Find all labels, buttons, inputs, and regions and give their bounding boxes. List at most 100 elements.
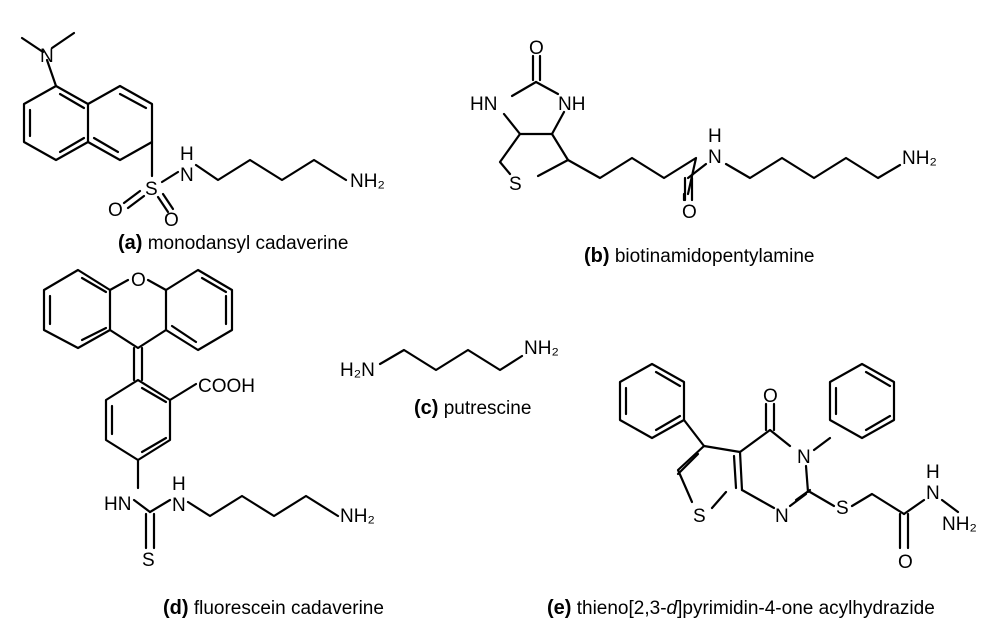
atom-h2n: H₂N [340,360,375,381]
atom-hn: HN [104,494,131,515]
molecule-c-structure [378,348,524,372]
caption-c: (c) putrescine [414,397,531,420]
caption-a-name: monodansyl cadaverine [147,233,349,254]
bond [732,454,738,490]
molecule-b-structure [498,54,902,202]
bond [804,464,810,494]
bond [86,84,154,162]
bond [161,192,175,211]
bond [738,450,744,492]
bond [194,158,348,182]
atom-s-ring: S [509,174,522,195]
atom-hn: HN [470,94,497,115]
bond [654,414,682,432]
caption-b: (b) biotinamidopentylamine [584,245,814,268]
caption-c-letter: (c) [414,397,439,419]
bond [92,136,120,154]
bond [146,278,168,292]
atom-nh: NH [558,94,585,115]
atom-n3: N [797,447,811,468]
bond [108,328,168,350]
bond [902,498,926,516]
bond [850,492,906,516]
bond [682,418,706,448]
molecule-d-structure [42,268,340,550]
bond [200,276,228,294]
caption-e-name: thieno[2,3-d]pyrimidin-4-one acylhydrazi… [577,598,935,619]
atom-o-keto: O [763,386,778,407]
bond [724,156,902,180]
bond [740,488,776,510]
bond [104,378,172,462]
atom-o-amide: O [682,202,697,223]
caption-d-name: fluorescein cadaverine [193,598,384,619]
atom-nh2: NH₂ [340,506,375,527]
bond [156,195,170,214]
atom-nh2: NH₂ [942,514,977,535]
atom-n-amide: N [708,147,722,168]
bond [80,326,108,342]
atom-n-amine: N [40,46,54,67]
atom-s-sulfonyl: S [145,179,158,200]
atom-o-xanthene: O [131,270,146,291]
molecule-e-structure [618,362,960,550]
caption-b-letter: (b) [584,245,610,267]
bond [126,194,146,210]
bond [828,362,896,440]
bond [940,498,960,514]
bond [566,156,698,196]
bond [812,436,832,452]
bond [702,444,742,454]
bond [710,490,728,510]
atom-s-ring: S [693,506,706,527]
bond [58,136,86,154]
atom-s-thiourea: S [142,550,155,571]
caption-b-name: biotinamidopentylamine [614,246,815,267]
atom-h-sulfonamide: H [180,144,194,165]
bond [148,498,172,514]
bond [132,498,152,514]
bond [676,452,700,476]
atom-n1: N [775,506,789,527]
caption-e-name-pre: thieno[2,3- [576,598,667,619]
bond [534,80,560,96]
caption-e-letter: (e) [547,597,572,619]
bond [50,31,76,50]
bond [118,92,148,110]
atom-h-thiourea: H [172,474,186,495]
bond [45,58,58,88]
bond [808,490,836,508]
bond [108,278,130,292]
bond [502,112,522,136]
atom-n-hydrazide: N [926,483,940,504]
bond [738,428,792,454]
caption-e-name-italic: d [666,598,678,619]
caption-e: (e) thieno[2,3-d]pyrimidin-4-one acylhyd… [547,597,935,620]
caption-a: (a) monodansyl cadaverine [118,232,348,255]
atom-nh2: NH₂ [350,171,385,192]
bond [22,84,90,162]
atom-cooh: COOH [198,376,255,397]
bond [864,370,892,388]
bond [654,370,682,388]
atom-n-sulfonamide: N [180,165,194,186]
bond [168,382,198,402]
atom-nh2: NH₂ [902,148,937,169]
caption-d: (d) fluorescein cadaverine [163,597,384,620]
caption-d-letter: (d) [163,597,189,619]
bond [20,36,45,54]
atom-o-sulfonyl-2: O [164,210,179,231]
bond [58,92,86,110]
caption-a-letter: (a) [118,232,143,254]
bond [536,132,570,178]
bond [122,189,142,205]
atom-nh2: NH₂ [524,338,559,359]
bond [550,110,566,136]
bond [618,362,686,440]
bond [510,80,538,98]
bond [498,132,522,176]
atom-o-amide: O [898,552,913,573]
bond [676,444,706,504]
molecule-a-structure [20,31,348,214]
